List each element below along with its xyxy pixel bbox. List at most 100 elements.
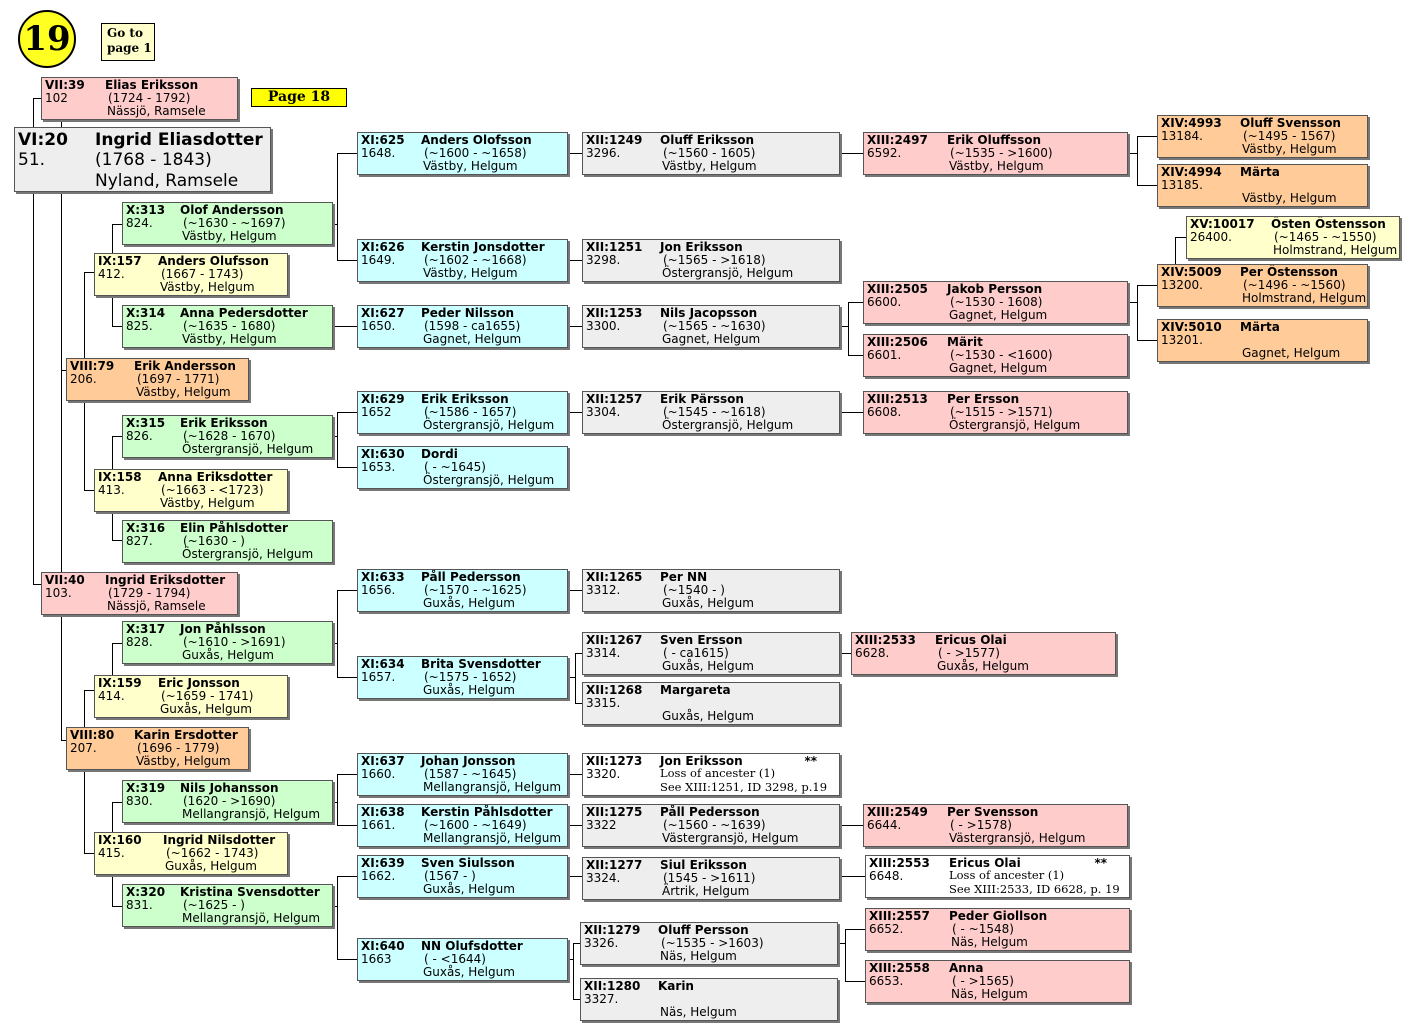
person-number: 3324.: [586, 871, 621, 885]
person-place: Ärtrik, Helgum: [662, 884, 750, 898]
person-code: XI:638: [361, 805, 405, 819]
person-number: 827.: [126, 534, 153, 548]
connector-line: [337, 774, 357, 775]
person-name: Kristina Svensdotter: [180, 885, 320, 899]
person-place: Östergransjö, Helgum: [423, 473, 555, 487]
person-dates: (~1575 - 1652): [424, 670, 517, 684]
note-line-1: Loss of ancester (1): [949, 868, 1065, 882]
person-dates: (1620 - >1690): [183, 794, 276, 808]
go-to-line-2: page 1: [107, 41, 152, 55]
person-code: XV:10017: [1190, 217, 1255, 231]
person-place: Västby, Helgum: [423, 159, 518, 173]
person-code: XI:634: [361, 657, 405, 671]
person-name: Kerstin Påhlsdotter: [421, 805, 553, 819]
connector-line: [337, 590, 357, 591]
person-code: XII:1277: [586, 858, 643, 872]
person-place: Östergransjö, Helgum: [662, 418, 794, 432]
connector-line: [1128, 153, 1137, 154]
connector-line: [333, 326, 357, 327]
page-18-link[interactable]: Page 18: [251, 88, 347, 107]
person-place: Guxås, Helgum: [160, 702, 252, 716]
person-code: XII:1267: [586, 633, 643, 647]
connector-line: [568, 590, 582, 591]
person-code: VIII:79: [70, 359, 115, 373]
person-code: IX:158: [98, 470, 142, 484]
person-number: 1662.: [361, 869, 396, 883]
connector-line: [568, 959, 573, 960]
connector-line: [840, 876, 865, 877]
note-line-2: See XIII:1251, ID 3298, p.19: [660, 780, 828, 794]
person-place: Guxås, Helgum: [937, 659, 1029, 673]
person-number: 102: [45, 91, 68, 105]
person-dates: ( - >1577): [938, 646, 1000, 660]
go-to-page-1-link[interactable]: Go to page 1: [101, 23, 155, 61]
person-number: 3298.: [586, 253, 621, 267]
person-place: Gagnet, Helgum: [662, 332, 761, 346]
person-code: XII:1265: [586, 570, 643, 584]
person-place: Västby, Helgum: [182, 332, 277, 346]
person-place: Västby, Helgum: [160, 496, 255, 510]
person-number: 3314.: [586, 646, 621, 660]
person-dates: (~1602 - ~1668): [424, 253, 527, 267]
person-number: 13185.: [1161, 178, 1203, 192]
person-code: IX:160: [98, 833, 142, 847]
person-code: XIV:4993: [1161, 116, 1222, 130]
person-dates: (~1610 - >1691): [183, 635, 286, 649]
person-dates: (~1630 - ): [183, 534, 245, 548]
person-number: 1657.: [361, 670, 396, 684]
